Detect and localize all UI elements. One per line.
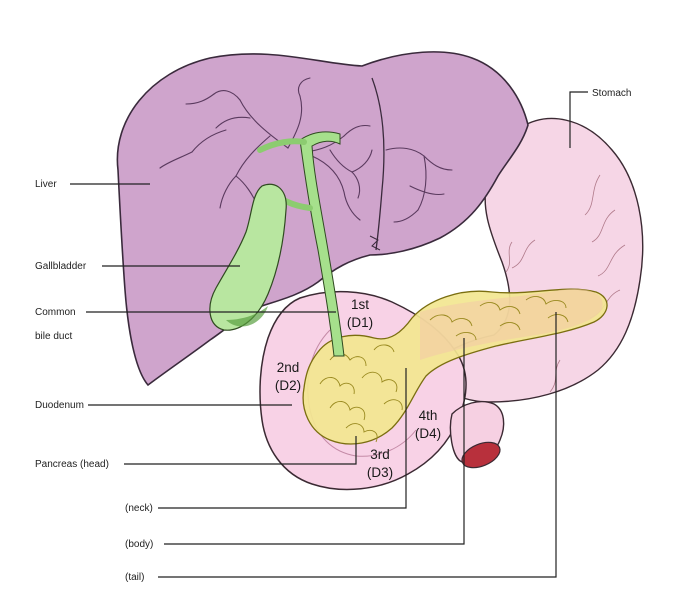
duodenum-label: Duodenum <box>35 400 84 411</box>
gallbladder-label: Gallbladder <box>35 261 87 272</box>
d3-code: (D3) <box>367 465 393 480</box>
pancreas-head-leader <box>124 436 357 465</box>
liver-label: Liver <box>35 179 57 190</box>
tail-leader <box>158 312 557 578</box>
liver-notch <box>369 235 381 251</box>
d1-ordinal: 1st <box>351 297 369 312</box>
tail-label: (tail) <box>125 572 144 583</box>
stomach-label: Stomach <box>592 88 631 99</box>
pancreas-lobules <box>319 296 569 443</box>
gallbladder-fundus-shade <box>226 306 268 327</box>
neck-label: (neck) <box>125 503 153 514</box>
common-bile-duct-label-line2: bile duct <box>35 331 72 342</box>
body-label: (body) <box>125 539 153 550</box>
d2-code: (D2) <box>275 378 301 393</box>
d1-code: (D1) <box>347 315 373 330</box>
common-bile-duct-label-line1: Common <box>35 307 76 318</box>
neck-leader <box>158 368 407 509</box>
d3-ordinal: 3rd <box>370 447 390 462</box>
leader-lines <box>70 91 588 578</box>
liver-fissure <box>371 77 385 251</box>
body-leader <box>164 338 465 545</box>
stomach-leader <box>569 91 588 148</box>
hepatic-duct-left <box>257 138 307 153</box>
d4-ordinal: 4th <box>419 408 438 423</box>
bile-duct <box>299 131 345 357</box>
d2-ordinal: 2nd <box>277 360 300 375</box>
jejunum-lumen <box>461 441 501 469</box>
d4-code: (D4) <box>415 426 441 441</box>
pancreas-head-label: Pancreas (head) <box>35 459 109 470</box>
gallbladder <box>209 183 287 331</box>
pancreas-body-overlay <box>420 288 603 360</box>
